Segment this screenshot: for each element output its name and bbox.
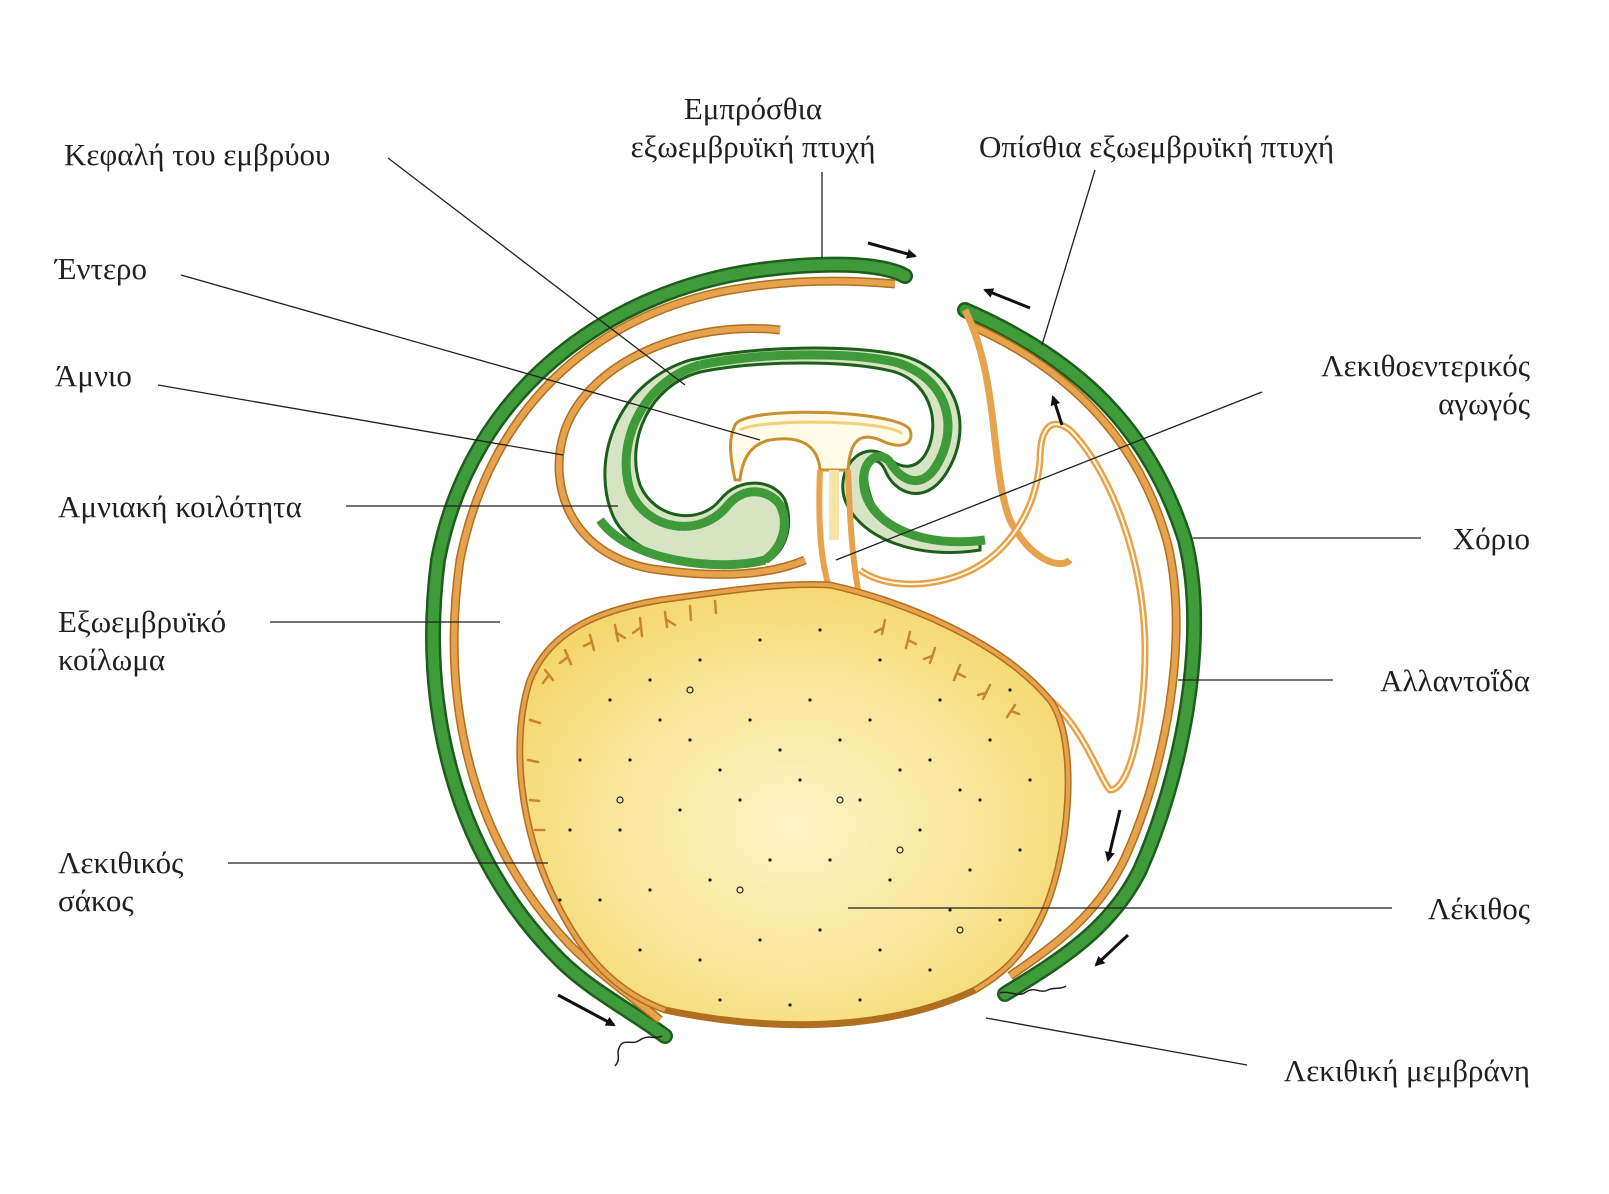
label-yolk: Λέκιθος <box>1330 890 1530 928</box>
arrow-anterior-fold <box>868 243 915 256</box>
leader-embryo-head <box>388 158 685 385</box>
arrow-chorion-right <box>1108 810 1120 860</box>
label-yolk-sac: Λεκιθικός σάκος <box>58 844 183 920</box>
label-chorion: Χόριο <box>1330 520 1530 558</box>
arrow-posterior-fold <box>985 290 1030 308</box>
embryo-body <box>600 348 985 566</box>
label-embryo-head: Κεφαλή του εμβρύου <box>64 136 330 174</box>
arrow-chorion-bottom-right <box>1096 935 1128 965</box>
label-anterior-fold: Εμπρόσθια εξωεμβρυϊκή πτυχή <box>603 90 903 166</box>
label-allantois: Αλλαντοΐδα <box>1280 662 1530 700</box>
label-vitelline-duct: Λεκιθοεντερικός αγωγός <box>1230 347 1530 423</box>
label-gut: Έντερο <box>55 250 147 288</box>
leader-gut <box>181 275 760 440</box>
leader-posterior-fold <box>1042 170 1095 345</box>
label-posterior-fold: Οπίσθια εξωεμβρυϊκή πτυχή <box>979 128 1334 166</box>
yolk-sac <box>520 584 1068 1024</box>
label-vitelline-membrane: Λεκιθική μεμβράνη <box>1200 1052 1530 1090</box>
label-amnion: Άμνιο <box>55 357 132 395</box>
label-amniotic-cavity: Αμνιακή κοιλότητα <box>58 488 302 526</box>
label-extraembryonic-coelom: Εξωεμβρυϊκό κοίλωμα <box>58 603 226 679</box>
